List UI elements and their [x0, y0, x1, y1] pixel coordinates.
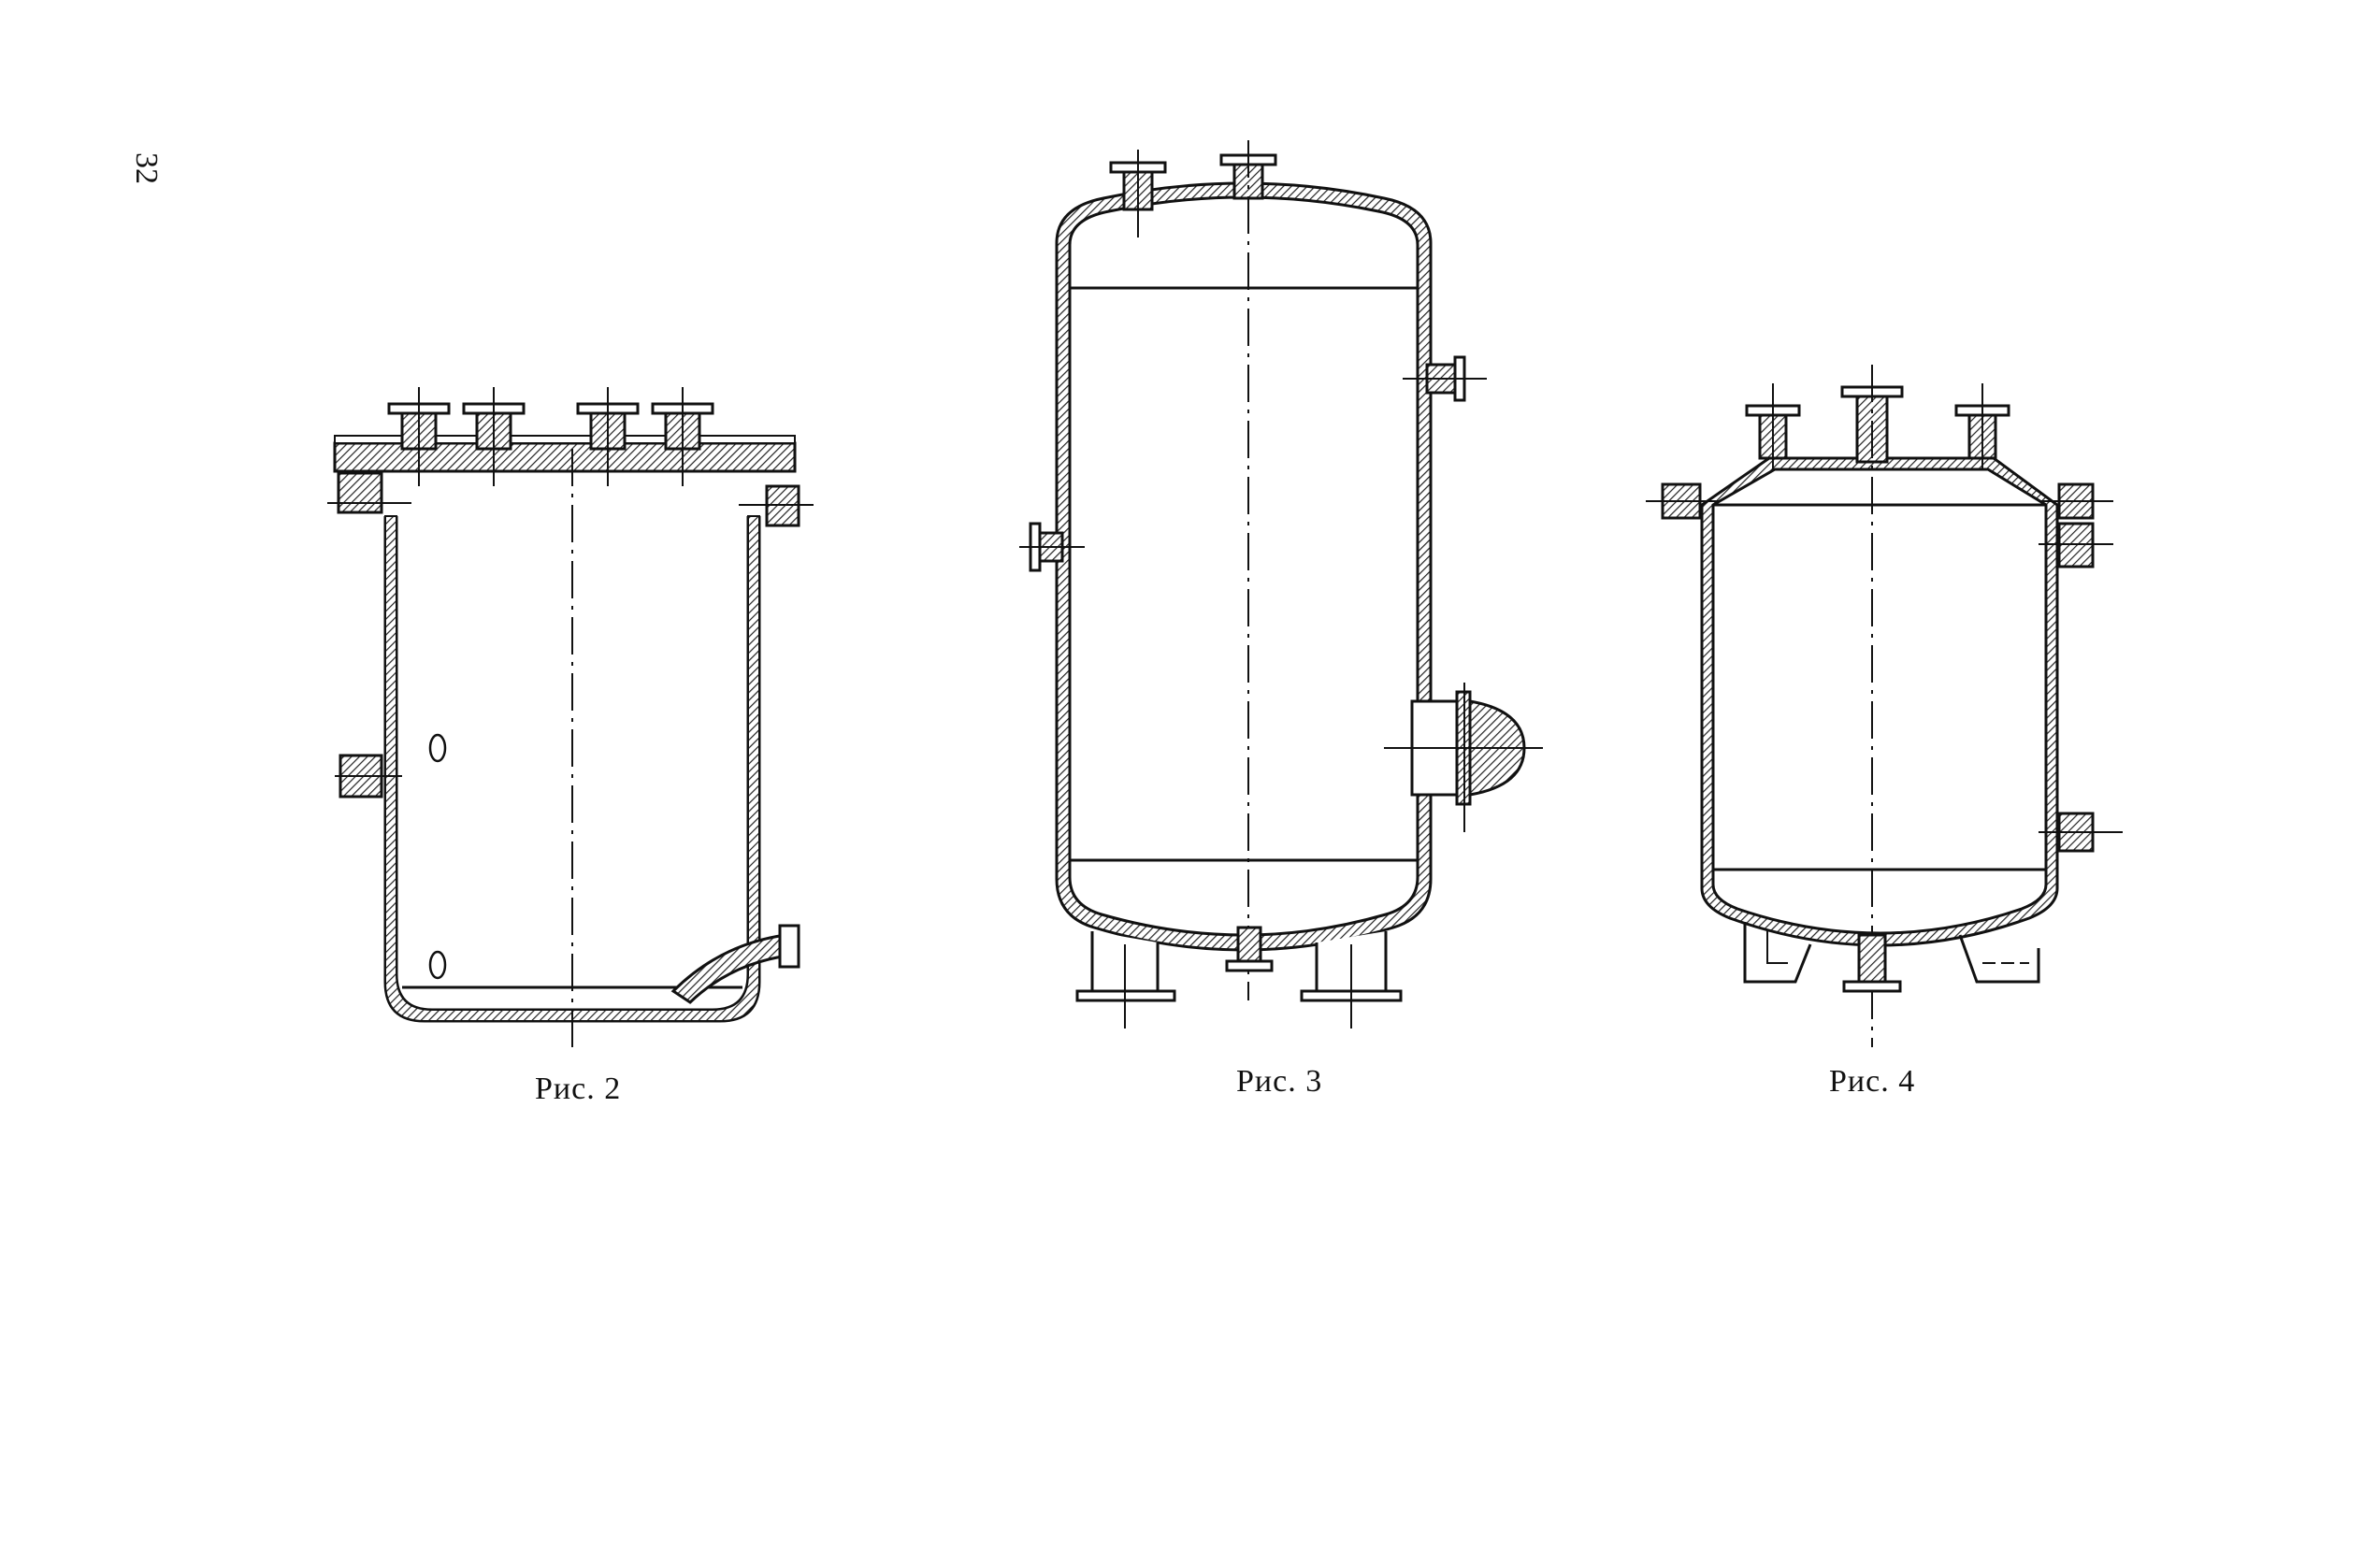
figure-4-drawing: [1646, 365, 2123, 1047]
figure-2: Рис. 2: [327, 383, 832, 1106]
page-number: 32: [129, 152, 164, 184]
figure-3-caption: Рис. 3: [1236, 1064, 1323, 1099]
figure-3: Рис. 3: [1019, 140, 1543, 1099]
figure-2-caption: Рис. 2: [535, 1072, 622, 1106]
figure-3-drawing: [1019, 140, 1543, 1029]
figure-2-drawing: [327, 387, 814, 1055]
figure-4-caption: Рис. 4: [1829, 1064, 1916, 1099]
figure-4: Рис. 4: [1646, 365, 2132, 1099]
